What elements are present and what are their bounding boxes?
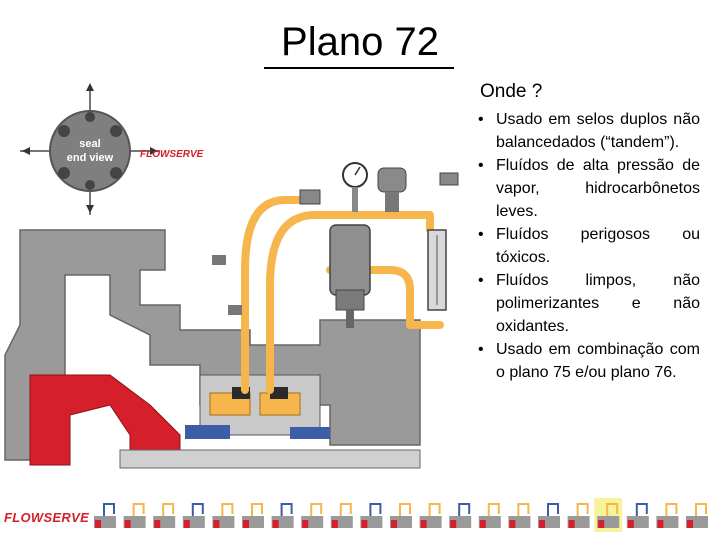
plan-thumbnail xyxy=(360,503,383,528)
plan-thumbnail xyxy=(626,503,649,528)
plan-thumbnail xyxy=(390,503,412,528)
plan-thumbnail xyxy=(419,503,442,528)
bullet-text: Usado em combinação com o plano 75 e/ou … xyxy=(496,341,700,381)
plan-thumbnail-strip xyxy=(94,498,708,532)
plan-thumbnail xyxy=(330,503,353,528)
pressure-switch xyxy=(377,167,407,212)
bullet-text: Fluídos de alta pressão de vapor, hidroc… xyxy=(496,157,700,220)
plan-thumbnail xyxy=(656,503,679,528)
plan-thumbnail xyxy=(123,503,146,528)
flow-meter xyxy=(427,229,447,311)
pump-casing xyxy=(4,229,421,469)
bullet-item: • Fluídos limpos, não polimerizantes e nã… xyxy=(476,269,700,338)
plan-thumbnail xyxy=(242,503,264,528)
plan-thumbnail xyxy=(271,503,294,528)
plan-thumbnail xyxy=(153,503,176,528)
seal-end-view: seal end view xyxy=(20,83,160,215)
seal-plan-diagram: seal end view FLOWSERVE xyxy=(4,83,459,469)
plan-thumbnail xyxy=(94,503,116,528)
plan-thumbnail xyxy=(478,503,501,528)
seal-view-label-1: seal xyxy=(79,138,100,150)
plan-thumbnail xyxy=(686,503,708,528)
footer-brand-logo: FLOWSERVE xyxy=(4,510,90,525)
gauge xyxy=(342,162,368,212)
seal-view-label-2: end view xyxy=(67,152,114,164)
plan-thumbnail xyxy=(449,503,472,528)
plan-thumbnail xyxy=(594,498,623,532)
plan-thumbnail xyxy=(567,503,590,528)
bullet-item: • Fluídos perigosos ou tóxicos. xyxy=(476,223,700,269)
plan-thumbnail xyxy=(182,503,205,528)
plan-thumbnail xyxy=(212,503,235,528)
bullet-item: • Usado em selos duplos não balancedados … xyxy=(476,108,700,154)
plan-thumbnail xyxy=(301,503,324,528)
bullet-text: Fluídos limpos, não polimerizantes e não… xyxy=(496,272,700,335)
slide-subheading: Onde ? xyxy=(480,81,543,102)
bullet-glyph: • xyxy=(478,157,484,174)
bullet-text: Usado em selos duplos não balancedados (… xyxy=(496,111,700,151)
bullet-glyph: • xyxy=(478,226,484,243)
bullet-text: Fluídos perigosos ou tóxicos. xyxy=(496,226,700,266)
bullet-item: • Fluídos de alta pressão de vapor, hidro… xyxy=(476,154,700,223)
diagram-brand-logo: FLOWSERVE xyxy=(140,149,204,160)
bullet-glyph: • xyxy=(478,111,484,128)
orange-piping xyxy=(241,196,444,394)
bullet-item: • Usado em combinação com o plano 75 e/ou… xyxy=(476,338,700,384)
title-underline xyxy=(264,67,454,69)
coalescing-filter xyxy=(329,224,371,328)
isolation-valves xyxy=(212,172,459,315)
bullet-glyph: • xyxy=(478,341,484,358)
footer: FLOWSERVE xyxy=(0,490,720,540)
plan-thumbnail xyxy=(508,503,531,528)
slide-title: Plano 72 xyxy=(281,20,439,64)
bullet-glyph: • xyxy=(478,272,484,289)
plan-thumbnail xyxy=(538,503,560,528)
bullet-list: • Usado em selos duplos não balancedados … xyxy=(476,108,700,384)
